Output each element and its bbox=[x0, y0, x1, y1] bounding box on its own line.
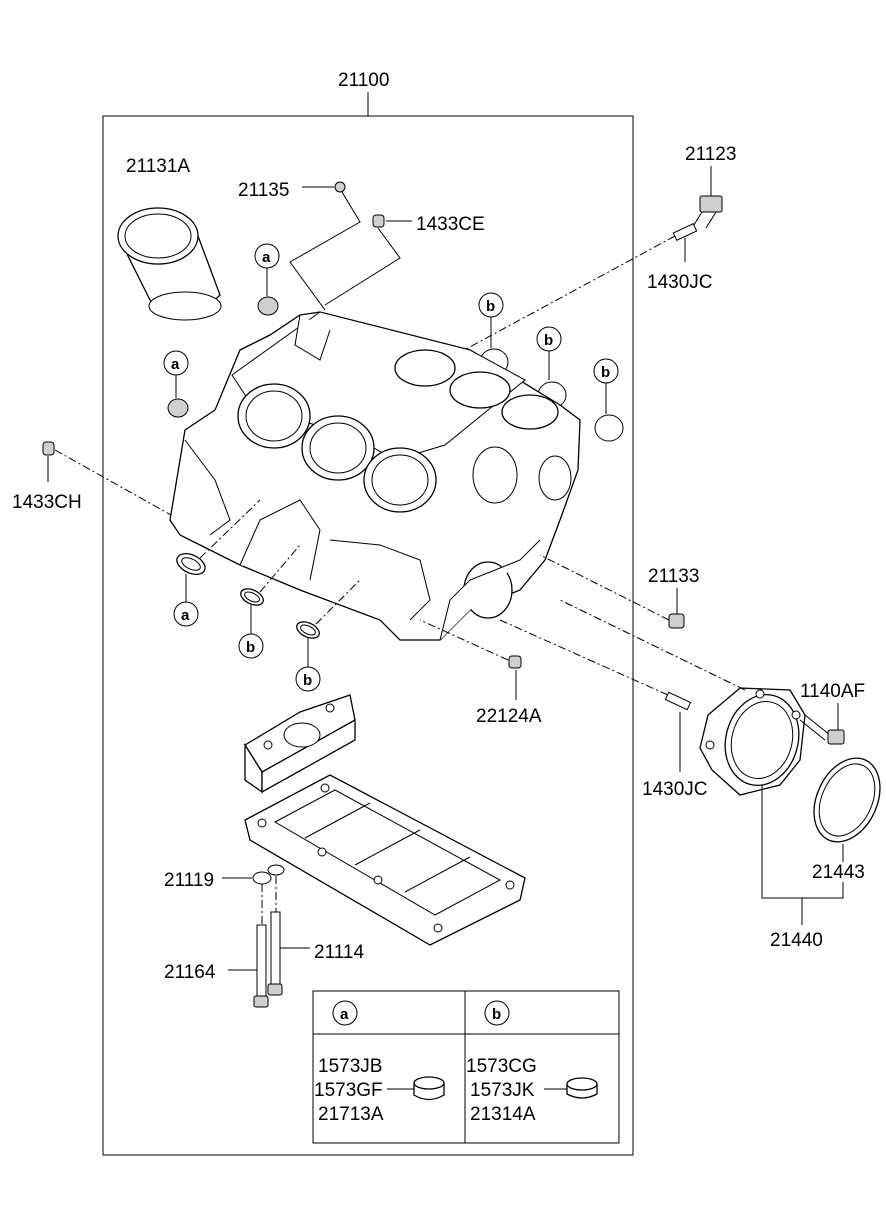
oil-seal-21443 bbox=[813, 757, 881, 843]
svg-text:a: a bbox=[262, 249, 271, 266]
label-plug-21135: 21135 bbox=[238, 180, 289, 201]
legend-b-ring bbox=[566, 1077, 598, 1099]
callout-b-3: b bbox=[593, 358, 624, 442]
label-plug-21133: 21133 bbox=[648, 566, 699, 587]
label-pin-1430jc-top: 1430JC bbox=[647, 272, 713, 293]
label-pin-1433ce: 1433CE bbox=[416, 214, 485, 235]
svg-text:a: a bbox=[181, 607, 190, 624]
legend-a-code-1: 1573JB bbox=[318, 1056, 382, 1077]
seal-b-right: b bbox=[295, 621, 321, 692]
legend-b-code-3: 21314A bbox=[470, 1104, 536, 1125]
label-pin-1430jc-bottom: 1430JC bbox=[642, 779, 708, 800]
legend-a-ring bbox=[413, 1076, 445, 1101]
bedplate bbox=[244, 774, 526, 946]
legend-table: a b 1573JB 1573GF 21713A 1573CG 1573JK 2… bbox=[312, 990, 620, 1144]
label-seal-21443: 21443 bbox=[812, 862, 865, 883]
legend-a-code-3: 21713A bbox=[318, 1104, 384, 1125]
legend-b-code-1: 1573CG bbox=[466, 1056, 537, 1077]
bolt-21123 bbox=[691, 195, 723, 229]
legend-b-code-2: 1573JK bbox=[470, 1080, 535, 1101]
bolt-21114 bbox=[267, 911, 283, 996]
bolt-1140af bbox=[799, 714, 845, 745]
label-pin-1433ch: 1433CH bbox=[12, 492, 82, 513]
seal-a-bottom: a bbox=[173, 553, 206, 627]
label-retainer-21440: 21440 bbox=[770, 930, 823, 951]
callout-b-2: b bbox=[536, 326, 567, 409]
plug-21135 bbox=[334, 181, 346, 193]
svg-text:b: b bbox=[486, 298, 495, 315]
svg-text:b: b bbox=[601, 364, 610, 381]
svg-text:a: a bbox=[171, 356, 180, 373]
cylinder-liner bbox=[117, 207, 222, 321]
plug-21133 bbox=[668, 613, 685, 629]
svg-text:b: b bbox=[246, 639, 255, 656]
engine-block bbox=[169, 311, 581, 641]
label-bolt-21164: 21164 bbox=[164, 962, 216, 983]
svg-text:b: b bbox=[544, 332, 553, 349]
pin-1433ch bbox=[42, 441, 55, 456]
pin-22124a bbox=[508, 655, 522, 669]
legend-key-b: b bbox=[492, 1006, 501, 1023]
seal-retainer bbox=[699, 687, 806, 796]
bearing-cap bbox=[244, 694, 356, 794]
svg-text:b: b bbox=[303, 672, 312, 689]
label-assembly: 21100 bbox=[338, 70, 389, 91]
legend-a-code-2: 1573GF bbox=[314, 1080, 383, 1101]
washer-21119 bbox=[252, 871, 272, 885]
callout-a-left: a bbox=[163, 350, 189, 418]
label-bolt-21123: 21123 bbox=[685, 144, 736, 165]
pin-1430jc-top bbox=[672, 223, 698, 241]
bolt-21164 bbox=[253, 924, 269, 1008]
label-liner: 21131A bbox=[126, 156, 190, 177]
callout-a-top: a bbox=[254, 243, 280, 316]
label-bolt-1140af: 1140AF bbox=[800, 681, 865, 702]
seal-b-left: b bbox=[238, 588, 264, 659]
pin-1433ce bbox=[372, 214, 385, 228]
label-bolt-21114: 21114 bbox=[314, 942, 364, 963]
legend-key-a: a bbox=[340, 1006, 349, 1023]
label-washer-21119: 21119 bbox=[164, 870, 214, 891]
pin-1430jc-bottom bbox=[664, 691, 692, 711]
label-pin-22124a: 22124A bbox=[476, 706, 542, 727]
